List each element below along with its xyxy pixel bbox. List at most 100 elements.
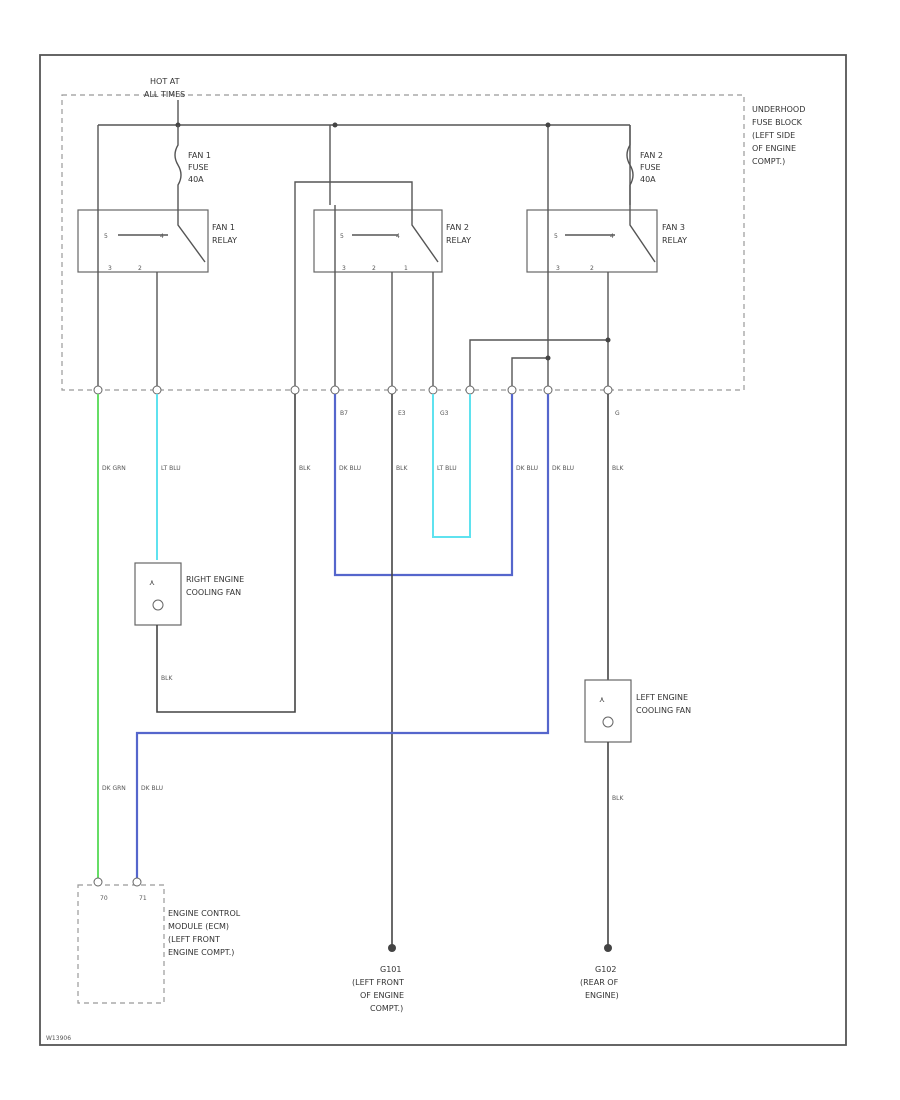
ground-g101-line-3: OF ENGINE: [360, 991, 404, 1000]
fan2-relay-pin-1: 3: [342, 265, 346, 272]
pin-label-g3: G3: [440, 410, 449, 417]
left-fan-box: [584, 679, 632, 743]
wire-label-dk-grn-2: DK GRN: [102, 785, 126, 792]
fan2-relay-contact-2: 4: [396, 233, 400, 240]
ecm-pin-71: 71: [139, 895, 147, 902]
wire-label-blk-3: BLK: [396, 465, 408, 472]
fan3-relay-label-1: FAN 3: [662, 223, 685, 232]
fan1-relay-pin-1: 3: [108, 265, 112, 272]
fan1-relay-box: [77, 209, 209, 273]
fuse-1-symbol: [174, 125, 182, 205]
fuse-block-title-4: OF ENGINE: [752, 144, 796, 153]
right-fan-motor-icon: [152, 599, 164, 611]
left-fan-label-2: COOLING FAN: [636, 706, 691, 715]
fuse-1-line-2: FUSE: [188, 163, 209, 172]
fuse-block-title-5: COMPT.): [752, 157, 785, 166]
wire-label-blk-2: BLK: [299, 465, 311, 472]
wire-label-lt-blu-1: LT BLU: [161, 465, 181, 472]
ecm-pin-70: 70: [100, 895, 108, 902]
fan1-relay-coil: [97, 205, 206, 272]
figure-code: W13906: [46, 1035, 71, 1042]
pin-label-g: G: [615, 410, 620, 417]
ecm-pin-71-terminal: [132, 877, 142, 887]
right-fan-label-2: COOLING FAN: [186, 588, 241, 597]
fuse-1-line-1: FAN 1: [188, 151, 211, 160]
fan3-relay-outputs: [547, 272, 609, 390]
fan2-relay-pin-3: 1: [404, 265, 408, 272]
pin-label-b7: B7: [340, 410, 348, 417]
wire-label-blk-4: BLK: [612, 465, 624, 472]
ground-g102-line-1: G102: [595, 965, 616, 974]
fan3-relay-label-2: RELAY: [662, 236, 687, 245]
wire-label-dk-blu-2: DK BLU: [516, 465, 538, 472]
hot-at-label: HOT AT: [150, 77, 180, 86]
ecm-label-4: ENGINE COMPT.): [168, 948, 234, 957]
wire-label-dk-grn-1: DK GRN: [102, 465, 126, 472]
fan2-relay-coil: [334, 205, 439, 272]
wire-right-fan-return: [156, 394, 296, 713]
ground-g102-line-3: ENGINE): [585, 991, 619, 1000]
fan1-relay-pin-2: 2: [138, 265, 142, 272]
fan3-relay-contact-1: 5: [554, 233, 558, 240]
wire-label-blk-5: BLK: [612, 795, 624, 802]
fan2-feed-wire: [294, 181, 413, 390]
bus-junction-2: [332, 122, 338, 128]
ground-g102-icon: [604, 944, 612, 952]
wire-dk-blu-loop: [333, 394, 514, 577]
fan1-relay-outputs: [97, 272, 158, 390]
fan1-relay-contact-2: 4: [160, 233, 164, 240]
ground-g102-line-2: (REAR OF: [580, 978, 619, 987]
ecm-label-1: ENGINE CONTROL: [168, 909, 241, 918]
junction-548: [545, 355, 551, 361]
fan2-relay-pin-2: 2: [372, 265, 376, 272]
bus-junction-3: [545, 122, 551, 128]
wire-dk-blu-ecm: [135, 394, 550, 880]
fuse-2-line-2: FUSE: [640, 163, 661, 172]
fan2-relay-outputs: [334, 272, 434, 390]
fuse-block-title-3: (LEFT SIDE: [752, 131, 795, 140]
ecm-label-2: MODULE (ECM): [168, 922, 229, 931]
ecm-pin-70-terminal: [93, 877, 103, 887]
ground-g101-icon: [388, 944, 396, 952]
wire-label-dk-blu-1: DK BLU: [339, 465, 361, 472]
right-fan-label-1: RIGHT ENGINE: [186, 575, 244, 584]
fan1-relay-contact-1: 5: [104, 233, 108, 240]
left-fan-symbol: ⋏: [599, 695, 605, 704]
fan3-relay-coil: [547, 205, 656, 272]
wire-lt-blu-loop: [432, 394, 471, 538]
fan3-relay-pin-2: 2: [590, 265, 594, 272]
fuse-block-title-1: UNDERHOOD: [752, 105, 805, 114]
fuse-block-title-2: FUSE BLOCK: [752, 118, 803, 127]
fuse-2-line-3: 40A: [640, 175, 656, 184]
left-fan-label-1: LEFT ENGINE: [636, 693, 688, 702]
ground-g101-line-1: G101: [380, 965, 401, 974]
diagram-border: [39, 54, 847, 1046]
fan1-relay-label-2: RELAY: [212, 236, 237, 245]
wire-label-dk-blu-3: DK BLU: [552, 465, 574, 472]
wire-label-lt-blu-2: LT BLU: [437, 465, 457, 472]
fan2-relay-label-2: RELAY: [446, 236, 471, 245]
ecm-label-3: (LEFT FRONT: [168, 935, 220, 944]
fan3-relay-pin-1: 3: [556, 265, 560, 272]
junction-608: [605, 337, 611, 343]
fuse-1-line-3: 40A: [188, 175, 204, 184]
fuse-block-outline: [61, 94, 745, 391]
internal-jumpers: [469, 339, 608, 390]
ground-g101-line-4: COMPT.): [370, 1004, 403, 1013]
fuse-2-line-1: FAN 2: [640, 151, 663, 160]
fan3-relay-box: [526, 209, 658, 273]
left-fan-motor-icon: [602, 716, 614, 728]
wire-label-blk-1: BLK: [161, 675, 173, 682]
fan2-relay-label-1: FAN 2: [446, 223, 469, 232]
ecm-box: [77, 884, 165, 1004]
fuse-2-symbol: [626, 125, 634, 205]
ground-g101-line-2: (LEFT FRONT: [352, 978, 404, 987]
fan1-relay-label-1: FAN 1: [212, 223, 235, 232]
power-bus: [97, 100, 631, 205]
fan2-relay-contact-1: 5: [340, 233, 344, 240]
wire-label-dk-blu-4: DK BLU: [141, 785, 163, 792]
right-fan-symbol: ⋏: [149, 578, 155, 587]
right-fan-box: [134, 562, 182, 626]
pin-label-e3: E3: [398, 410, 406, 417]
